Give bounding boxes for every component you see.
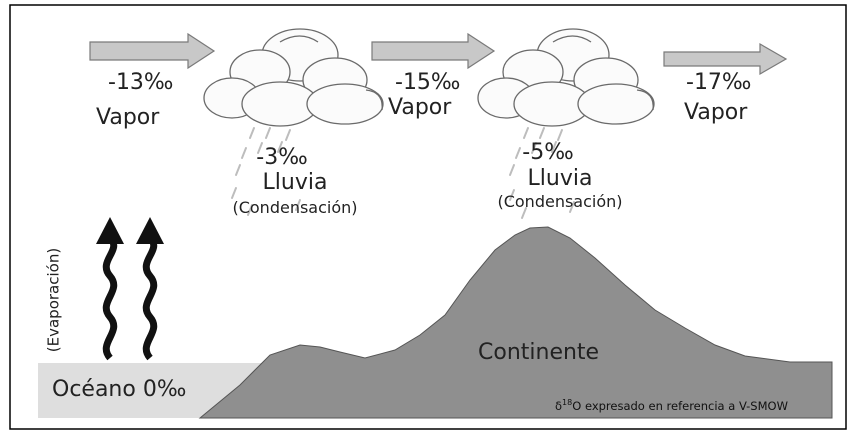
evaporation-arrow <box>96 217 124 361</box>
cloud-icon <box>203 28 384 127</box>
vapor-label-1: Vapor <box>96 105 160 130</box>
rain-value-1: -3‰ <box>256 145 308 170</box>
rain-value-2: -5‰ <box>522 140 574 165</box>
continent-label: Continente <box>478 340 600 365</box>
vapor-arrow-3 <box>663 42 788 76</box>
ocean-label: Océano 0‰ <box>52 377 187 402</box>
rain-label-1: Lluvia <box>262 170 328 195</box>
reference-note: δ18O expresado en referencia a V-SMOW <box>555 399 788 412</box>
rain-label-2: Lluvia <box>527 166 593 191</box>
vapor-arrow-2 <box>371 32 496 70</box>
reference-note-superscript: 18 <box>562 398 573 407</box>
evaporation-label: (Evaporación) <box>44 247 63 353</box>
continent-shape <box>198 226 833 419</box>
rain-icon <box>231 127 301 216</box>
evaporation-arrow <box>136 217 164 361</box>
vapor-arrow-1 <box>89 32 216 70</box>
rain-icon <box>509 127 575 219</box>
vapor-value-3: -17‰ <box>686 70 752 95</box>
reference-note-text: O expresado en referencia a V-SMOW <box>572 398 788 413</box>
vapor-value-1: -13‰ <box>108 70 174 95</box>
frame-border <box>9 4 847 430</box>
vapor-label-2: Vapor <box>388 95 452 120</box>
cloud-icon <box>477 28 655 127</box>
vapor-label-3: Vapor <box>684 100 748 125</box>
vapor-value-2: -15‰ <box>395 70 461 95</box>
rain-sub-2: (Condensación) <box>497 192 623 211</box>
reference-note-prefix: δ <box>555 398 563 413</box>
rain-sub-1: (Condensación) <box>232 198 358 217</box>
